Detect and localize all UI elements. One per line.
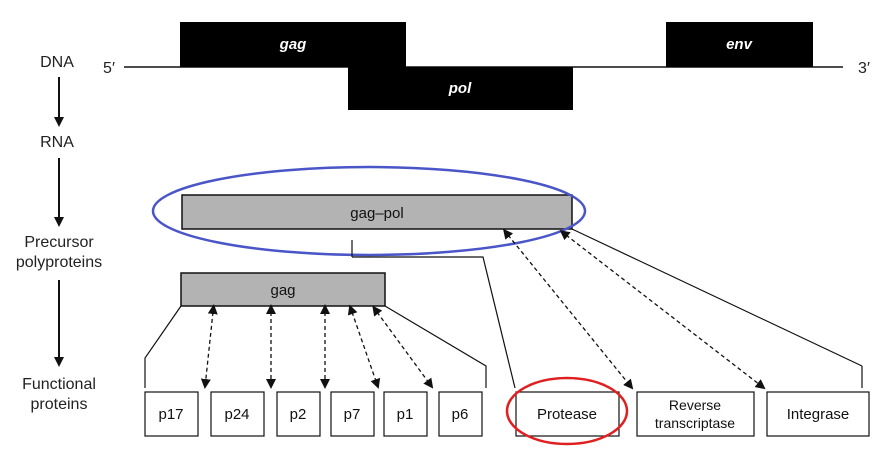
stage-label-precursor-1: Precursor [24,234,94,251]
product-box-reverse-transcriptase [636,391,755,437]
stage-label-precursor-2: polyproteins [16,254,102,271]
pol-cleavage-arrows [502,228,766,390]
five-prime-label: 5′ [103,60,115,77]
product-label-integrase: Integrase [787,406,850,423]
precursor-gag-pol [181,194,573,230]
stage-label-functional-1: Functional [22,376,96,393]
product-label-rt-2: transcriptase [655,415,735,431]
three-prime-label: 3′ [858,60,870,77]
connector-integrase [571,228,863,367]
precursor-gag-label: gag [270,282,295,299]
product-label-rt-1: Reverse [669,397,721,413]
product-label-protease: Protease [537,406,597,423]
product-box-p7 [330,391,375,437]
gene-pol-label: pol [448,80,472,97]
cleavage-arrow-p17-p24 [200,304,218,389]
product-box-integrase [766,391,870,437]
gag-pol-highlight-ellipse [151,165,587,257]
product-box-protease [515,391,620,437]
stage-label-rna: RNA [40,134,74,151]
product-box-p6 [438,391,483,437]
gene-gag [180,22,406,67]
gag-cleavage-arrows [200,304,434,389]
product-box-p2 [276,391,321,437]
product-label-p2: p2 [290,406,307,423]
product-label-p6: p6 [452,406,469,423]
product-label-p24: p24 [224,406,249,423]
gag-bracket-right [384,305,487,388]
gene-gag-label: gag [279,36,307,53]
gag-bracket-left [144,305,182,388]
gene-pol [348,67,573,110]
stage-label-dna: DNA [40,54,74,71]
gene-env-label: env [726,36,754,53]
cleavage-arrow-p1-p6 [372,305,434,389]
stage-label-functional-2: proteins [31,396,88,413]
cleavage-arrow-rt-integrase [559,230,766,390]
cleavage-arrow-protease-rt [502,228,634,390]
product-box-p24 [210,391,265,437]
product-box-p1 [383,391,428,437]
cleavage-arrow-p7-p1 [347,304,381,389]
product-label-p17: p17 [158,406,183,423]
product-label-p1: p1 [397,406,414,423]
product-label-p7: p7 [344,406,361,423]
gene-env [666,22,813,67]
precursor-gag [180,272,386,307]
product-box-p17 [144,391,199,437]
precursor-gag-pol-label: gag–pol [350,205,403,222]
